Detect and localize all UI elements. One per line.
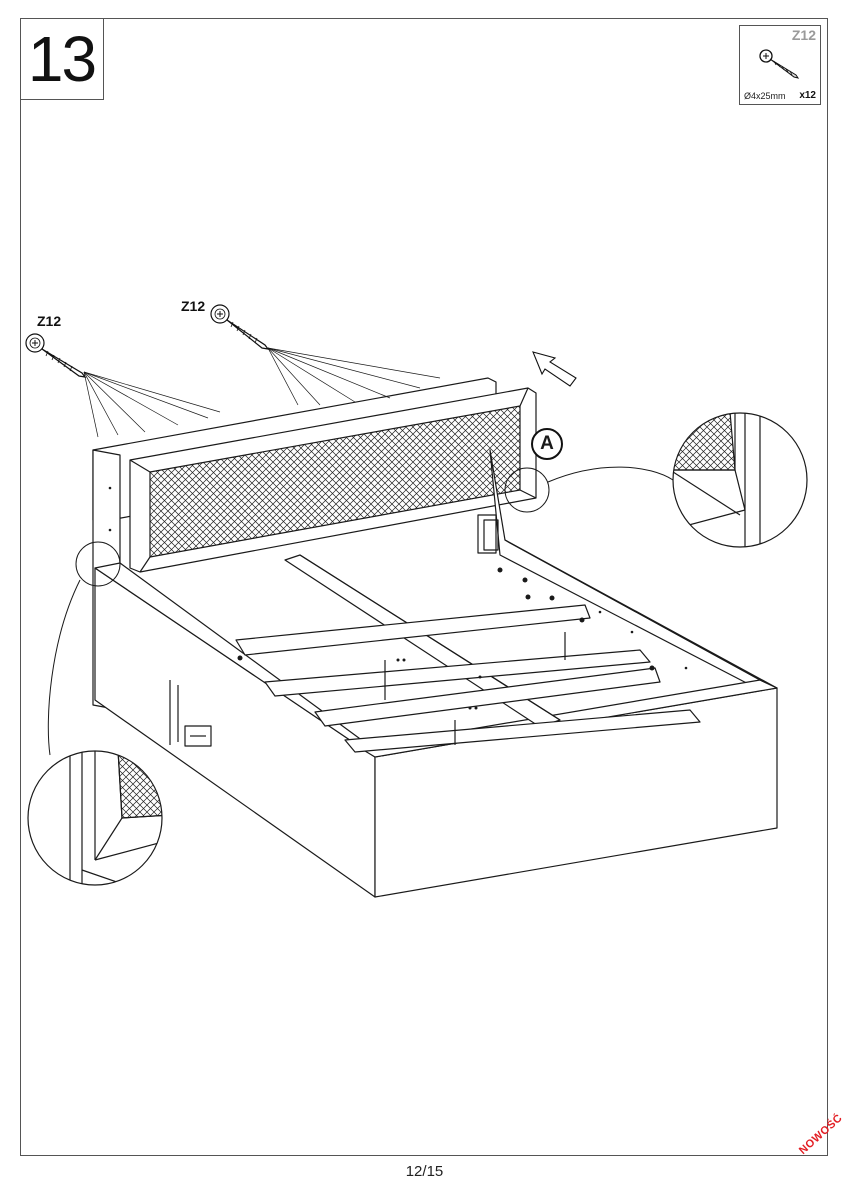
parts-size: Ø4x25mm bbox=[744, 91, 786, 101]
detail-b bbox=[27, 541, 163, 886]
parts-legend: Z12 Ø4x25mm x12 bbox=[739, 25, 821, 105]
page-number: 12/15 bbox=[405, 1163, 444, 1180]
detail-callout-a: A bbox=[531, 428, 563, 460]
parts-quantity: x12 bbox=[799, 90, 816, 101]
screw-left bbox=[25, 333, 87, 378]
page-frame bbox=[20, 18, 828, 1156]
screw-left-label: Z12 bbox=[37, 313, 62, 329]
step-number: 13 bbox=[20, 18, 104, 100]
screw-icon bbox=[759, 49, 800, 79]
detail-a bbox=[504, 412, 808, 548]
direction-arrow bbox=[532, 351, 577, 387]
parts-code: Z12 bbox=[791, 27, 816, 43]
bed-frame bbox=[92, 377, 778, 898]
screw-right bbox=[210, 304, 270, 350]
fixing-points bbox=[108, 486, 688, 710]
screw-right-label: Z12 bbox=[181, 298, 206, 314]
motion-lines bbox=[83, 347, 441, 438]
